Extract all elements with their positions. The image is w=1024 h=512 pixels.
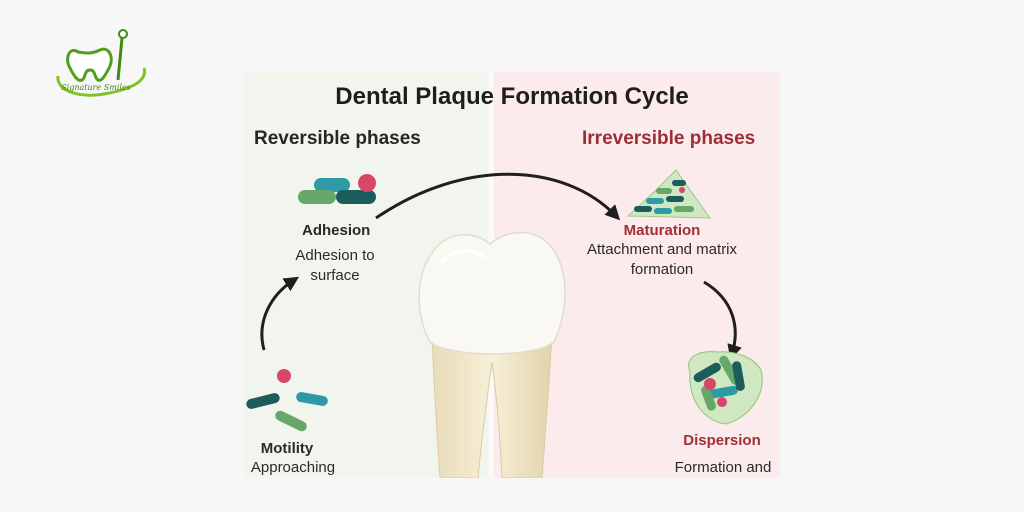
tooth-root (431, 333, 553, 478)
maturation-description-line: formation (630, 261, 694, 278)
adhesion-description-line: surface (310, 267, 360, 284)
logo-ring-icon (56, 67, 146, 97)
diagram-artwork (246, 169, 763, 478)
signature-smiles-logo: Signature Smiles (56, 29, 146, 97)
adhesion-description: Adhesion to surface (278, 246, 392, 286)
motility-label: Motility (260, 440, 314, 457)
cycle-arrow-adhesion-to-maturation (375, 172, 621, 221)
bacteria-colony-icon (246, 369, 328, 432)
dispersion-colony-icon (688, 351, 763, 425)
maturation-description-line: Attachment and matrix (586, 241, 738, 258)
cycle-arrow-motility-to-adhesion (260, 276, 300, 351)
cycle-arrow-maturation-to-dispersion (703, 280, 742, 360)
tooth-logo-icon (66, 47, 113, 82)
dental-mirror-head-icon (118, 29, 128, 39)
maturation-description: Attachment and matrix formation (562, 240, 762, 280)
motility-description: Approaching (250, 459, 336, 476)
maturation-label: Maturation (623, 222, 701, 239)
adhesion-label: Adhesion (302, 222, 371, 239)
plaque-cycle-diagram: Dental Plaque Formation Cycle Reversible… (244, 72, 780, 478)
bacteria-cluster-icon (298, 174, 376, 204)
dispersion-description: Formation and (674, 459, 772, 476)
biofilm-mass-icon (626, 169, 711, 219)
diagram-title: Dental Plaque Formation Cycle (335, 83, 689, 110)
irreversible-phases-heading: Irreversible phases (582, 128, 756, 149)
reversible-phases-heading: Reversible phases (254, 128, 421, 149)
dental-mirror-icon (116, 37, 124, 81)
tooth-crown (418, 231, 566, 355)
tooth-illustration (418, 231, 566, 478)
logo-text: Signature Smiles (61, 83, 131, 92)
dispersion-label: Dispersion (683, 432, 761, 449)
adhesion-description-line: Adhesion to (295, 247, 375, 264)
